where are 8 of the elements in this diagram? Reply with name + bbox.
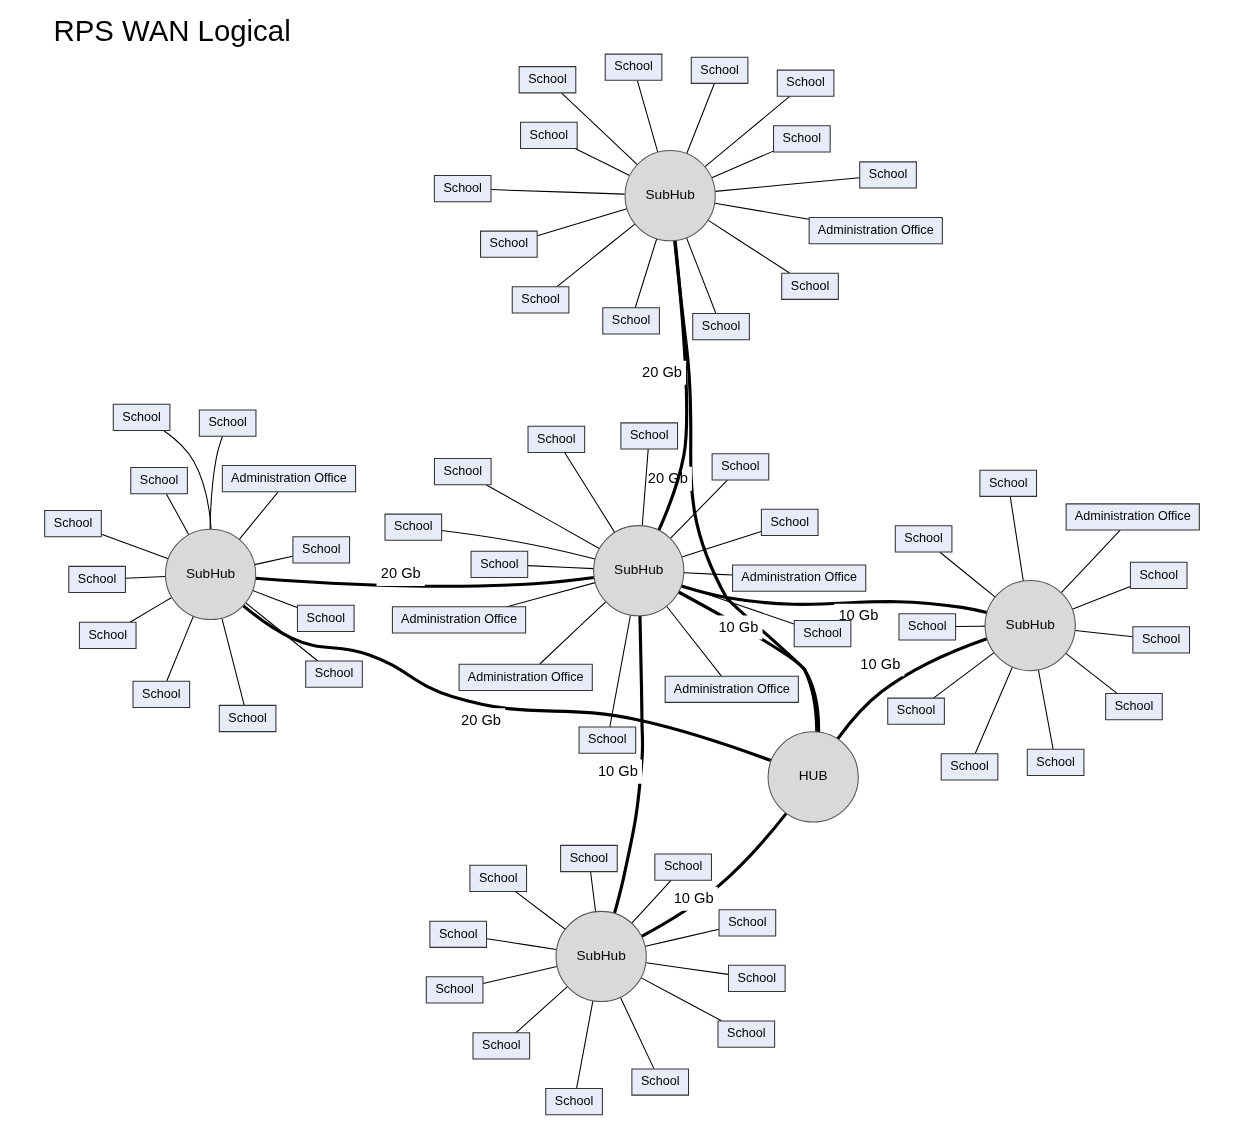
edge-label: 10 Gb — [718, 618, 759, 635]
diagram-title: RPS WAN Logical — [53, 13, 291, 47]
edge-label: 10 Gb — [860, 655, 901, 672]
edge-label: 20 Gb — [641, 363, 682, 380]
edge-label: 20 Gb — [461, 711, 502, 728]
edge-label: 20 Gb — [380, 564, 421, 581]
edge-label: 10 Gb — [673, 889, 714, 906]
edge-label: 10 Gb — [597, 762, 638, 779]
